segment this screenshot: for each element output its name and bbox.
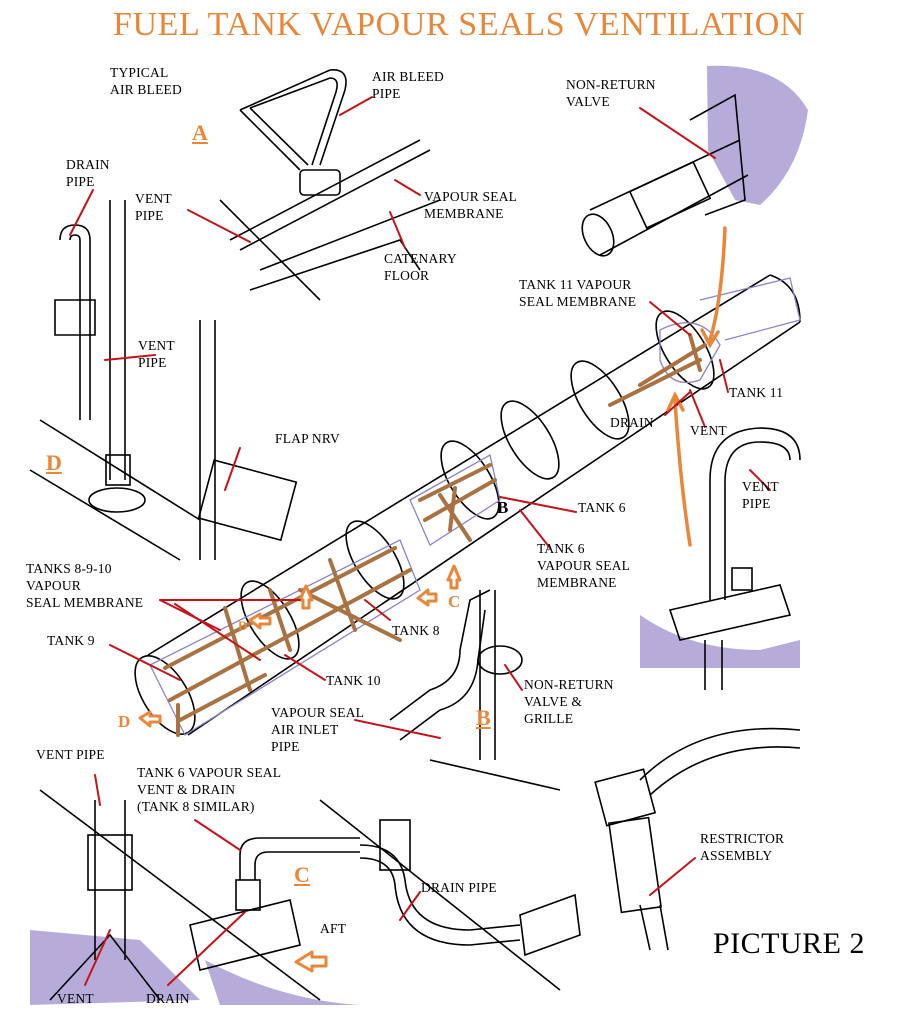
- panel-letter-a: A: [192, 120, 208, 145]
- label-tank11: TANK 11: [729, 385, 784, 400]
- label-tank8: TANK 8: [392, 623, 440, 638]
- label-tank6-membrane: TANK 6 VAPOUR SEAL MEMBRANE: [537, 541, 631, 590]
- label-air-bleed-pipe: AIR BLEED PIPE: [372, 69, 444, 101]
- panel-letter-c: C: [294, 862, 310, 887]
- membrane-pipes: [163, 333, 707, 737]
- label-typical-air-bleed: TYPICAL AIR BLEED: [110, 65, 182, 97]
- label-catenary-floor: CATENARY FLOOR: [384, 251, 457, 283]
- panel-letter-b: B: [476, 705, 491, 730]
- structure-shading: [30, 65, 808, 1005]
- label-tank9: TANK 9: [47, 633, 95, 648]
- label-drain: DRAIN: [610, 415, 654, 430]
- panel-letter-d: D: [46, 450, 62, 475]
- label-drain-c: DRAIN: [146, 991, 190, 1006]
- leader-lines: [69, 96, 771, 986]
- label-tank11-membrane: TANK 11 VAPOUR SEAL MEMBRANE: [519, 277, 637, 309]
- label-non-return-valve: NON-RETURN VALVE: [566, 77, 656, 109]
- nrv-top-drawing: [581, 93, 749, 257]
- label-nrv-grille: NON-RETURN VALVE & GRILLE: [524, 677, 614, 726]
- label-drain-pipe-c: DRAIN PIPE: [421, 880, 497, 895]
- arrow-letter-c: C: [448, 592, 461, 611]
- restrictor-drawing: [594, 727, 801, 951]
- label-aft: AFT: [320, 921, 347, 936]
- label-vent-c: VENT: [57, 991, 94, 1006]
- membrane-outlines: [149, 277, 801, 736]
- label-vapour-seal-air-inlet: VAPOUR SEAL AIR INLET PIPE: [271, 705, 365, 754]
- long-flow-arrows: [666, 226, 727, 547]
- tank6-letter-b: B: [497, 498, 509, 517]
- panel-a-drawing: [219, 69, 441, 301]
- label-vent-pipe-a: VENT PIPE: [135, 191, 172, 223]
- label-vent-pipe-right: VENT PIPE: [742, 479, 779, 511]
- label-vent: VENT: [690, 423, 727, 438]
- label-tank6: TANK 6: [578, 500, 626, 515]
- label-tank6-vent-drain: TANK 6 VAPOUR SEAL VENT & DRAIN (TANK 8 …: [137, 765, 282, 814]
- label-tank10: TANK 10: [326, 673, 381, 688]
- flow-arrows: [138, 564, 462, 973]
- fuselage-tube: [134, 274, 801, 736]
- label-restrictor-assembly: RESTRICTOR ASSEMBLY: [700, 831, 785, 863]
- right-vent-drawing: [668, 427, 801, 690]
- panel-c-drawing: [39, 789, 581, 1001]
- panel-d-drawing: [29, 200, 298, 561]
- picture-label: PICTURE 2: [713, 927, 866, 960]
- label-vent-pipe-d: VENT PIPE: [138, 338, 175, 370]
- diagram-title: FUEL TANK VAPOUR SEALS VENTILATION: [112, 6, 806, 43]
- arrow-letter-d: D: [118, 712, 131, 731]
- panel-b-drawing: [389, 589, 561, 791]
- label-vapour-seal-membrane-a: VAPOUR SEAL MEMBRANE: [424, 189, 518, 221]
- label-drain-pipe-d: DRAIN PIPE: [66, 157, 110, 189]
- label-tanks-8-9-10: TANKS 8-9-10 VAPOUR SEAL MEMBRANE: [26, 561, 144, 610]
- arrow-letter-d-small: D: [238, 618, 248, 633]
- label-flap-nrv: FLAP NRV: [275, 431, 340, 446]
- label-vent-pipe-c: VENT PIPE: [36, 747, 105, 762]
